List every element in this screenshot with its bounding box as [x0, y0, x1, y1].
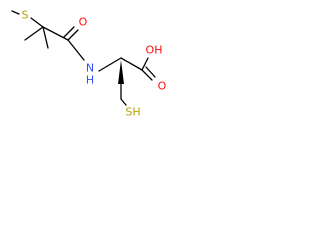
- bond-carbonyl-n: [67, 39, 85, 61]
- atom-n-amide: N: [86, 62, 94, 75]
- bond-carbonyl-o-1: [67, 29, 79, 41]
- acid-bonds: [141, 57, 156, 81]
- bond-quatc-methyl-left: [24, 26, 44, 41]
- bond-acidc-o-2: [145, 66, 156, 78]
- amide-carbonyl-bond: [63, 26, 79, 41]
- bond-n-alphac: [98, 57, 122, 72]
- bond-quatc-carbonyl: [42, 26, 69, 41]
- bond-acidc-o-1: [141, 69, 153, 81]
- atom-s-methylthio: S: [22, 9, 29, 22]
- atom-o-acid: O: [158, 80, 167, 93]
- atom-oh-acid: OH: [146, 44, 163, 57]
- bond-alphac-acidc: [120, 57, 143, 71]
- stereo-wedge-bond: [118, 60, 124, 84]
- bond-methyl-s: [11, 10, 20, 15]
- atom-o-amide: O: [79, 16, 88, 29]
- atom-sh-thiol: SH: [125, 106, 140, 119]
- bond-s-quatc: [30, 17, 44, 28]
- bond-acidc-oh: [141, 57, 149, 71]
- bond-ch2-sh: [120, 98, 127, 106]
- skeleton-bonds: [11, 10, 143, 106]
- bond-quatc-methyl-down: [42, 26, 49, 49]
- atom-h-amide: H: [86, 74, 94, 87]
- bond-carbonyl-o-2: [63, 26, 75, 38]
- molecule-structure: S O N H OH O SH: [11, 9, 167, 119]
